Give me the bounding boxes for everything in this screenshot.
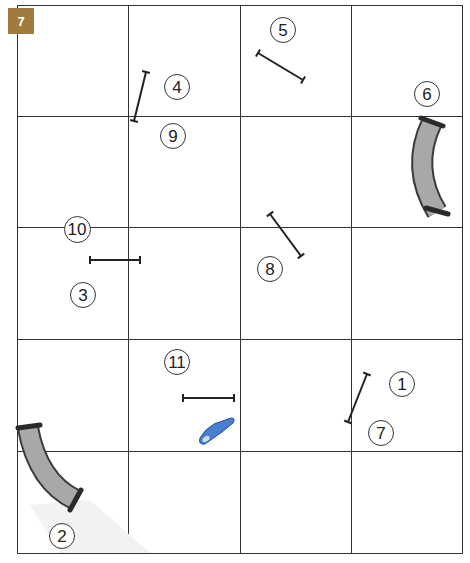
callout-number: 8 bbox=[257, 256, 283, 282]
callout-number: 11 bbox=[164, 349, 190, 375]
jump-bar bbox=[130, 71, 150, 122]
jump-bar bbox=[183, 394, 234, 402]
number-text: 11 bbox=[168, 354, 186, 371]
tunnel bbox=[18, 425, 81, 510]
number-text: 3 bbox=[78, 287, 87, 304]
number-text: 6 bbox=[422, 86, 431, 103]
callout-number: 2 bbox=[49, 523, 75, 549]
number-text: 5 bbox=[278, 22, 287, 39]
number-text: 7 bbox=[17, 15, 24, 28]
course-grid bbox=[17, 5, 463, 554]
callout-number: 10 bbox=[64, 216, 91, 243]
number-text: 4 bbox=[172, 79, 181, 96]
number-text: 2 bbox=[57, 528, 66, 545]
callout-number: 9 bbox=[160, 123, 186, 149]
callout-number: 4 bbox=[164, 74, 190, 100]
number-text: 10 bbox=[68, 221, 87, 238]
number-text: 7 bbox=[376, 425, 385, 442]
jump-bar bbox=[267, 212, 304, 259]
jump-bar bbox=[90, 256, 140, 264]
callout-number: 7 bbox=[368, 420, 394, 446]
shade-band bbox=[30, 500, 150, 553]
callout-number: 5 bbox=[270, 17, 296, 43]
page-badge: 7 bbox=[8, 8, 34, 34]
number-text: 1 bbox=[397, 376, 406, 393]
callout-number: 6 bbox=[414, 81, 440, 107]
callout-number: 3 bbox=[70, 282, 96, 308]
number-text: 8 bbox=[265, 261, 274, 278]
jump-hurdles bbox=[90, 50, 371, 424]
handler-icon bbox=[200, 418, 235, 444]
number-text: 9 bbox=[168, 128, 177, 145]
callout-number: 1 bbox=[389, 371, 415, 397]
jump-bar bbox=[256, 50, 305, 84]
jump-bar bbox=[344, 373, 370, 424]
tunnel bbox=[421, 118, 448, 214]
